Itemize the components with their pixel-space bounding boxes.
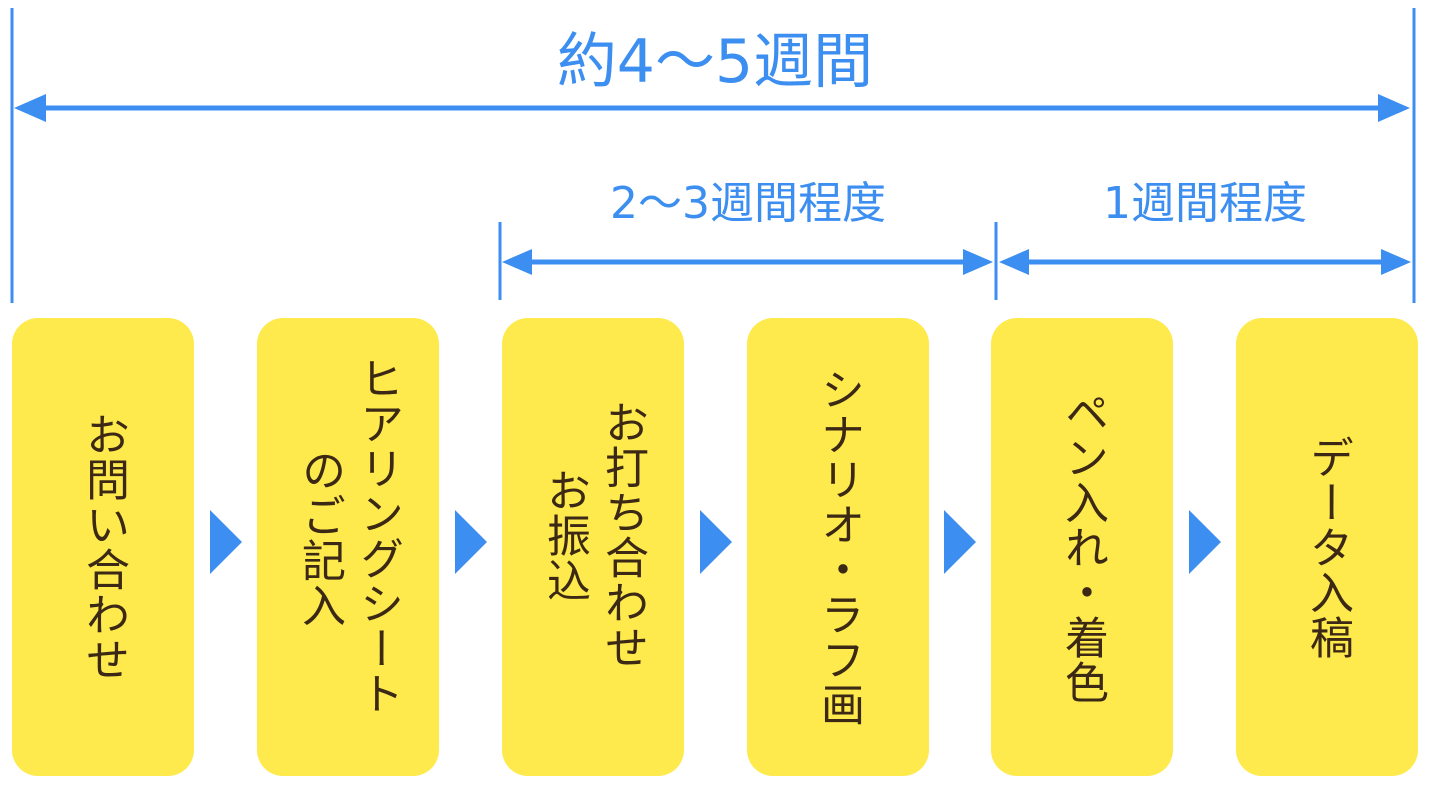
step-inking-coloring-line-1: ペン入れ・着色 [1057,389,1108,705]
step-data-submission-line-1: データ入稿 [1302,434,1353,660]
step-inquiry: お問い合わせ [12,318,194,776]
phase2-span-arrow [999,249,1411,275]
step-hearing-sheet-line-1: ヒアリングシート [352,356,403,716]
step-scenario-rough: シナリオ・ラフ画 [747,318,929,776]
step-data-submission: データ入稿 [1236,318,1418,776]
step-inking-coloring: ペン入れ・着色 [991,318,1173,776]
total-duration-label: 約4〜5週間 [556,27,874,97]
chevron-right-icon [944,510,976,574]
chevron-right-icon [455,510,487,574]
chevron-right-icon [210,510,242,574]
step-inquiry-line-1: お問い合わせ [78,412,129,682]
phase2-duration-label: 1週間程度 [1103,178,1307,229]
step-hearing-sheet-line-2: のご記入 [294,448,345,628]
chevron-right-icon [700,510,732,574]
total-span-arrow [14,94,1410,122]
step-meeting-payment-line-1: お打ち合わせ [597,400,648,670]
step-hearing-sheet: ヒアリングシート のご記入 [257,318,439,776]
step-meeting-payment-line-2: お振込 [539,468,590,603]
phase1-duration-label: 2〜3週間程度 [610,178,886,229]
step-scenario-rough-line-1: シナリオ・ラフ画 [813,367,864,727]
phase1-span-arrow [502,249,993,275]
step-meeting-payment: お打ち合わせ お振込 [502,318,684,776]
chevron-right-icon [1189,510,1221,574]
